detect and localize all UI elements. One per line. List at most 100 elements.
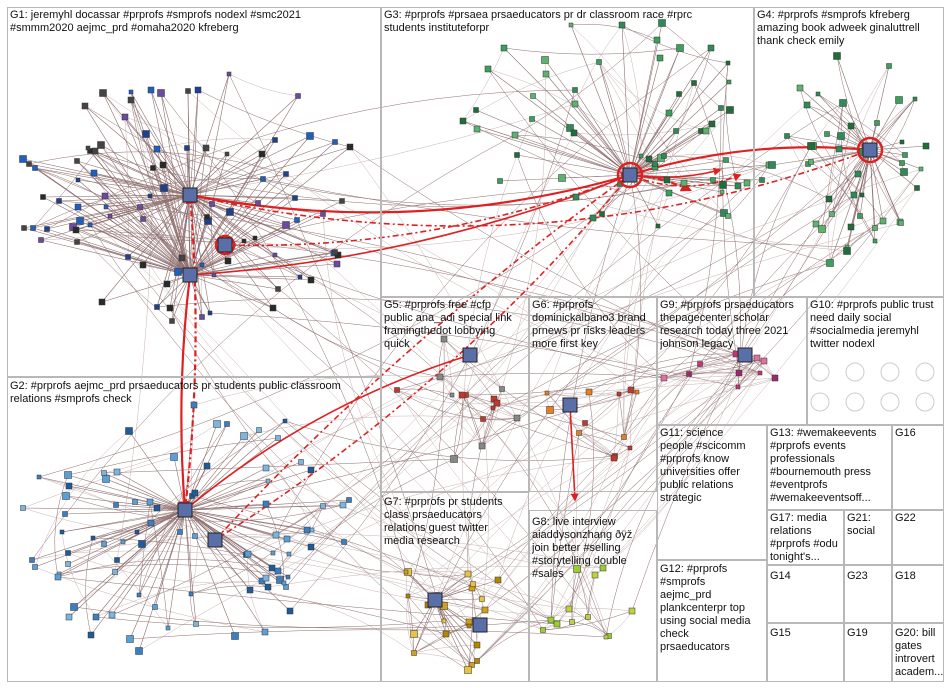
g3-node (691, 80, 697, 86)
edge (462, 120, 631, 176)
g8-node (591, 571, 599, 579)
group-box-g21 (844, 510, 892, 565)
edge (169, 307, 473, 666)
group-label-g6: G6: #prprofs dominickalbano3 brand prnew… (532, 299, 646, 350)
edge (191, 495, 552, 621)
g2-node (20, 505, 26, 511)
edge (77, 179, 191, 196)
g2-node (136, 592, 142, 598)
g3-node (665, 109, 673, 117)
group-label-g18: G18 (895, 570, 916, 582)
edge (184, 509, 291, 612)
g1-node (207, 310, 213, 316)
g4-node (812, 220, 820, 228)
g1-node (103, 204, 109, 210)
g2-node (65, 482, 73, 490)
edge (629, 62, 729, 176)
edge (475, 109, 631, 176)
g1-node (333, 260, 341, 268)
g4-node (879, 217, 887, 225)
g1-node (307, 276, 315, 284)
edge (550, 432, 580, 621)
g7-node (464, 666, 472, 674)
g4-node (784, 133, 790, 139)
g3-node (638, 153, 644, 159)
edge (184, 509, 308, 531)
edge (64, 509, 186, 515)
edge (130, 91, 211, 314)
edge (189, 146, 351, 276)
edge (189, 139, 276, 196)
g2-node (113, 468, 121, 476)
edge (623, 157, 662, 438)
g4-node (818, 225, 826, 233)
edge (129, 509, 186, 640)
g3-node (723, 157, 729, 163)
g4-node (900, 168, 908, 176)
edge (61, 509, 186, 533)
g6-node (576, 430, 582, 436)
edge (471, 455, 616, 666)
edge (265, 503, 285, 584)
edge (496, 377, 665, 404)
g2-node (92, 613, 100, 621)
g2-node (231, 632, 239, 640)
g1-node (147, 193, 153, 199)
edge (184, 509, 251, 591)
g4-node (872, 225, 878, 231)
edge (34, 167, 191, 196)
edge (588, 353, 737, 393)
g1-node (226, 71, 232, 77)
edge (150, 89, 191, 196)
g9-node (686, 371, 692, 377)
g1-node (107, 213, 113, 219)
group-label-g8: G8: live interview aiaddysonzhang ðÿž jo… (532, 516, 633, 580)
edge (184, 509, 263, 582)
edge (189, 172, 633, 214)
edge (602, 187, 918, 569)
edge (571, 568, 578, 623)
edge (190, 585, 269, 595)
g1-node (346, 143, 354, 151)
g9-node (660, 374, 668, 382)
edge (85, 537, 94, 636)
edge (76, 194, 191, 243)
edge (197, 89, 351, 148)
edge (349, 146, 761, 374)
edge (90, 509, 186, 636)
edge (467, 587, 473, 671)
edge (544, 59, 631, 176)
g8-node (573, 565, 581, 573)
edge (568, 194, 855, 610)
group-box-g10 (807, 297, 944, 425)
g1-node (275, 286, 281, 292)
g3-node (473, 125, 481, 133)
g1-node (199, 314, 205, 320)
g5-node (449, 392, 455, 398)
edge (184, 467, 267, 511)
g3-node (655, 223, 661, 229)
edge (578, 389, 632, 434)
edge (407, 595, 415, 654)
group-label-g12: G12: #prprofs #smprofs aejmc_prd plankce… (660, 563, 751, 653)
g2-node (262, 574, 270, 582)
edge (73, 168, 922, 608)
g1-node (97, 141, 105, 149)
edge (93, 172, 544, 631)
g1-node (209, 201, 215, 207)
g1-node (295, 93, 301, 99)
g2-node (256, 427, 262, 433)
edge (602, 360, 765, 569)
group-label-g22: G22 (895, 512, 916, 524)
g2-node (135, 647, 143, 655)
g7-node (470, 581, 476, 587)
g1-node (260, 176, 266, 182)
g1-node (199, 262, 205, 268)
edge (413, 633, 469, 671)
g3-node (708, 120, 716, 128)
g1-node (90, 169, 98, 177)
edge (103, 509, 186, 545)
g6-node (582, 420, 588, 426)
g2-node (224, 421, 230, 427)
g2-node (285, 574, 291, 580)
